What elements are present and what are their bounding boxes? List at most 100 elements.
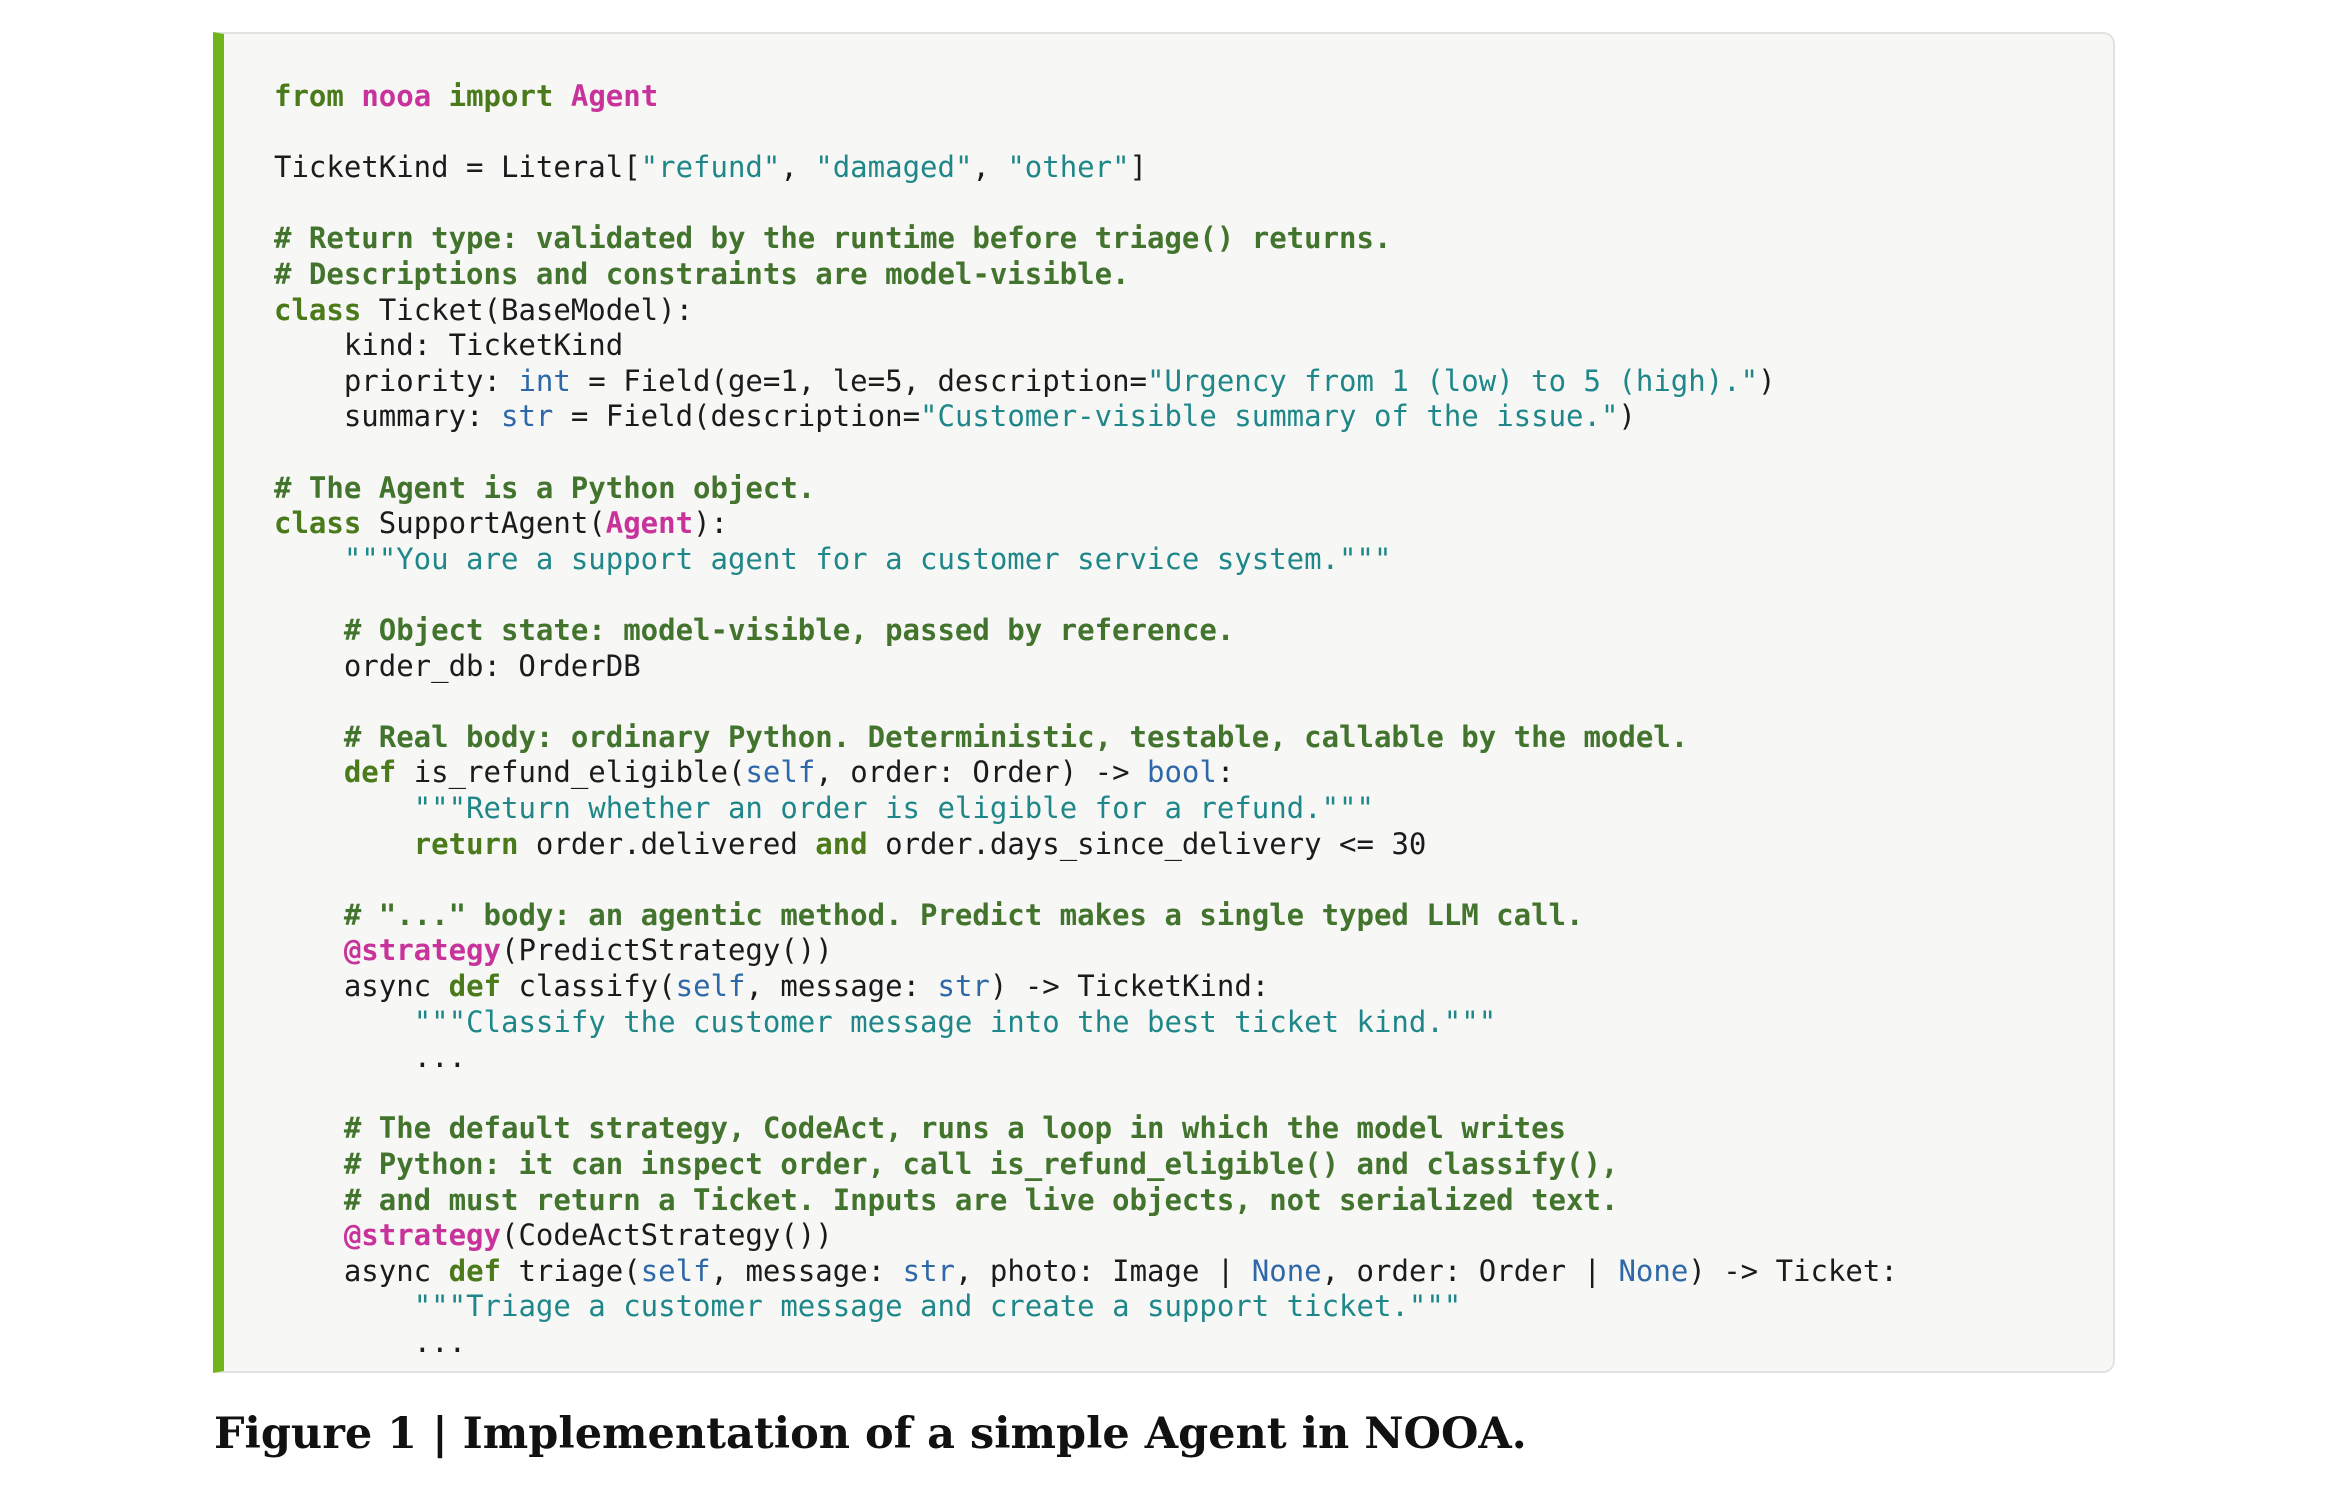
code-line: @strategy(CodeActStrategy()) — [274, 1217, 833, 1253]
code-line: # and must return a Ticket. Inputs are l… — [274, 1182, 1619, 1218]
code-line: """Triage a customer message and create … — [274, 1288, 1462, 1324]
code-line: ... — [274, 1324, 466, 1360]
code-token: def — [448, 1253, 501, 1288]
code-line: class Ticket(BaseModel): — [274, 292, 693, 328]
code-token — [274, 1147, 344, 1181]
code-line: """Classify the customer message into th… — [274, 1004, 1497, 1040]
code-line: kind: TicketKind — [274, 327, 623, 363]
code-token — [274, 1183, 344, 1217]
code-token — [274, 898, 344, 932]
code-token: : — [1216, 755, 1235, 790]
code-token: str — [937, 969, 990, 1003]
code-token: SupportAgent( — [361, 506, 606, 541]
code-line: """Return whether an order is eligible f… — [274, 790, 1374, 826]
code-token: @strategy — [343, 933, 501, 968]
code-token — [274, 755, 344, 789]
code-token: order.days_since_delivery <= 30 — [867, 826, 1427, 861]
code-token: , message: — [710, 1253, 903, 1288]
code-token — [274, 1111, 344, 1145]
code-token: , — [780, 150, 816, 185]
code-token: class — [274, 506, 362, 541]
code-token — [274, 1005, 414, 1039]
code-token — [274, 542, 344, 576]
code-token: order_db: OrderDB — [274, 648, 641, 683]
code-token: = Field(ge=1, le=5, description= — [570, 363, 1147, 398]
code-token: """You are a support agent for a custome… — [343, 541, 1392, 576]
code-token: ) — [1758, 363, 1776, 398]
code-token: "damaged" — [815, 150, 973, 185]
code-token: # Real body: ordinary Python. Determinis… — [343, 719, 1689, 754]
code-line: # Return type: validated by the runtime … — [274, 220, 1391, 256]
code-token: async — [274, 1253, 449, 1288]
code-token: triage( — [501, 1253, 641, 1288]
code-token: ] — [1129, 150, 1148, 185]
code-token: = Field(description= — [553, 399, 921, 434]
code-line: # Object state: model-visible, passed by… — [274, 612, 1234, 648]
code-line: async def classify(self, message: str) -… — [274, 968, 1269, 1004]
code-token: "Customer-visible summary of the issue." — [920, 399, 1619, 434]
code-token — [274, 1218, 344, 1252]
code-line: """You are a support agent for a custome… — [274, 541, 1392, 577]
code-token — [553, 79, 570, 113]
code-token: "Urgency from 1 (low) to 5 (high)." — [1147, 363, 1759, 398]
code-token: None — [1618, 1253, 1689, 1288]
code-token: str — [500, 399, 554, 434]
code-token: summary: — [274, 399, 501, 434]
code-token: ) — [1618, 399, 1636, 434]
code-token: , — [972, 150, 1008, 185]
code-token: class — [274, 292, 362, 327]
code-token: int — [518, 363, 571, 398]
code-token: ... — [274, 1040, 467, 1075]
code-token: nooa — [361, 79, 432, 113]
code-token: """Triage a customer message and create … — [413, 1289, 1462, 1324]
code-token: ) -> Ticket: — [1688, 1253, 1898, 1288]
code-token: def — [448, 969, 501, 1003]
code-token: # Descriptions and constraints are model… — [274, 257, 1130, 291]
code-line: from nooa import Agent — [274, 78, 658, 114]
code-token: and — [815, 826, 868, 861]
code-line: # Python: it can inspect order, call is_… — [274, 1146, 1619, 1182]
code-line: TicketKind = Literal["refund", "damaged"… — [274, 149, 1147, 185]
code-line: # The default strategy, CodeAct, runs a … — [274, 1110, 1566, 1146]
code-token: self — [640, 1253, 711, 1288]
code-token: , message: — [745, 969, 938, 1003]
code-line: # Real body: ordinary Python. Determinis… — [274, 719, 1688, 755]
code-line: # "..." body: an agentic method. Predict… — [274, 897, 1584, 933]
code-token: order.delivered — [518, 826, 816, 861]
code-line: order_db: OrderDB — [274, 648, 641, 684]
code-token — [274, 933, 344, 967]
code-token: Agent — [570, 79, 659, 113]
code-token: async — [274, 969, 449, 1003]
code-token: # The default strategy, CodeAct, runs a … — [343, 1111, 1567, 1146]
code-token: None — [1251, 1253, 1322, 1288]
code-token: # and must return a Ticket. Inputs are l… — [343, 1182, 1619, 1217]
code-token: "other" — [1007, 150, 1130, 185]
code-token: , order: Order | — [1321, 1253, 1619, 1288]
code-line: @strategy(PredictStrategy()) — [274, 932, 833, 968]
code-token: return — [413, 826, 519, 861]
code-token: Ticket(BaseModel): — [361, 292, 694, 327]
code-token: from — [274, 79, 344, 113]
code-token: import — [448, 79, 554, 113]
code-token — [274, 827, 414, 861]
code-token: "refund" — [640, 150, 781, 185]
code-token: @strategy — [343, 1218, 501, 1253]
code-line: ... — [274, 1039, 466, 1075]
code-token: # "..." body: an agentic method. Predict… — [343, 897, 1584, 932]
code-token: # Python: it can inspect order, call is_… — [343, 1147, 1619, 1181]
code-token — [344, 79, 361, 113]
code-line: async def triage(self, message: str, pho… — [274, 1253, 1898, 1289]
code-token: # Return type: validated by the runtime … — [274, 221, 1392, 256]
code-token: bool — [1147, 755, 1217, 790]
code-token: self — [675, 969, 746, 1003]
code-token — [274, 791, 414, 825]
code-line: priority: int = Field(ge=1, le=5, descri… — [274, 363, 1776, 399]
code-token — [274, 613, 344, 647]
code-token: def — [343, 755, 397, 790]
code-token — [274, 1289, 414, 1323]
code-line: # Descriptions and constraints are model… — [274, 256, 1130, 292]
code-line: def is_refund_eligible(self, order: Orde… — [274, 754, 1234, 790]
code-token: priority: — [274, 363, 519, 398]
